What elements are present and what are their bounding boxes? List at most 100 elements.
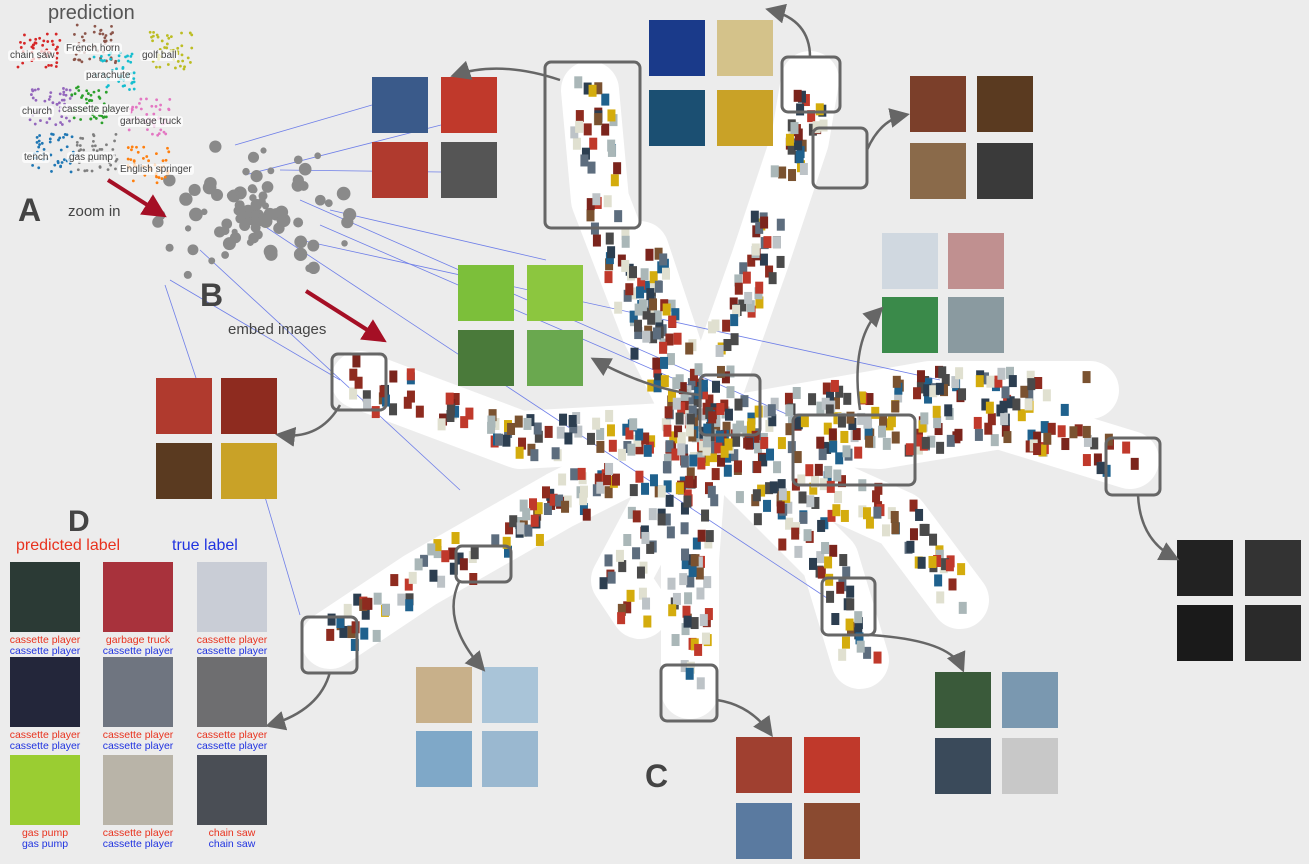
thumbnail-image[interactable]: [649, 90, 705, 146]
cluster-label: English springer: [118, 164, 194, 175]
cluster-point: [45, 32, 49, 36]
thumbnail-image[interactable]: [527, 330, 583, 386]
thumbnail-image[interactable]: [1245, 540, 1301, 596]
thumbnail-image[interactable]: [458, 330, 514, 386]
cluster-label: gas pump: [67, 152, 115, 163]
thumbnail-image[interactable]: [1002, 738, 1058, 794]
embedding-point: [274, 205, 289, 219]
thumbnail-image[interactable]: [882, 297, 938, 353]
thumbnail-image[interactable]: [977, 76, 1033, 132]
image-tile: [829, 440, 838, 453]
cluster-point: [152, 30, 155, 34]
image-tile: [755, 281, 764, 294]
image-tile: [846, 598, 855, 611]
cluster-point: [47, 97, 51, 101]
cluster-point: [33, 41, 37, 45]
thumbnail-image[interactable]: [804, 803, 860, 859]
thumbnail-image[interactable]: [1002, 672, 1058, 728]
image-tile: [1069, 426, 1078, 439]
thumbnail-image[interactable]: [882, 233, 938, 289]
thumbnail-image[interactable]: [221, 443, 277, 499]
thumbnail-image[interactable]: [1245, 605, 1301, 661]
image-tile: [948, 578, 957, 591]
image-tile: [683, 615, 692, 628]
image-tile: [544, 425, 553, 438]
image-tile: [975, 375, 984, 388]
image-tile: [680, 502, 689, 515]
thumbnail-image[interactable]: [482, 731, 538, 787]
thumbnail-image[interactable]: [736, 737, 792, 793]
cluster-point: [75, 143, 79, 147]
selection-frame[interactable]: [454, 544, 513, 584]
cluster-point: [164, 132, 168, 136]
selection-frame[interactable]: [820, 576, 877, 637]
thumbnail-image[interactable]: [948, 233, 1004, 289]
image-tile: [1082, 454, 1091, 467]
selection-frame[interactable]: [811, 126, 869, 190]
cluster-point: [60, 123, 64, 126]
callout-arrow: [590, 357, 701, 397]
selection-frame[interactable]: [698, 373, 762, 437]
image-tile: [753, 513, 762, 526]
image-tile: [772, 236, 781, 249]
cluster-point: [70, 93, 74, 97]
thumbnail-image[interactable]: [527, 265, 583, 321]
thumbnail-image[interactable]: [221, 378, 277, 434]
thumbnail-image[interactable]: [977, 143, 1033, 199]
image-tile: [327, 613, 336, 626]
image-tile: [659, 253, 668, 266]
thumbnail-image[interactable]: [736, 803, 792, 859]
thumbnail-image[interactable]: [1177, 540, 1233, 596]
image-tile: [623, 289, 632, 302]
image-tile: [523, 417, 532, 430]
image-tile: [924, 391, 933, 404]
callout-arrow: [265, 671, 332, 731]
image-tile: [776, 218, 785, 231]
thumbnail-image[interactable]: [935, 672, 991, 728]
thumbnail-image[interactable]: [804, 737, 860, 793]
thumbnail-image[interactable]: [441, 77, 497, 133]
thumbnail-image[interactable]: [482, 667, 538, 723]
thumbnail-image[interactable]: [717, 20, 773, 76]
thumbnail-image[interactable]: [910, 143, 966, 199]
image-tile: [535, 533, 544, 546]
thumbnail-image[interactable]: [372, 77, 428, 133]
thumbnail-image[interactable]: [948, 297, 1004, 353]
thumbnail-image[interactable]: [156, 443, 212, 499]
selection-frame[interactable]: [330, 352, 388, 412]
selection-frame[interactable]: [659, 663, 719, 723]
thumbnail-image[interactable]: [372, 142, 428, 198]
thumbnail-image[interactable]: [156, 378, 212, 434]
image-tile: [649, 298, 658, 311]
cluster-point: [132, 77, 136, 80]
image-tile: [652, 357, 661, 370]
thumbnail-image[interactable]: [649, 20, 705, 76]
image-tile: [865, 435, 874, 448]
thumbnail-image[interactable]: [1177, 605, 1233, 661]
image-tile: [629, 418, 638, 431]
thumbnail-image[interactable]: [717, 90, 773, 146]
image-tile: [699, 614, 708, 627]
zoom-in-label: zoom in: [68, 203, 121, 220]
selection-frame[interactable]: [543, 60, 642, 230]
thumbnail-image[interactable]: [458, 265, 514, 321]
selection-frame[interactable]: [791, 413, 917, 487]
image-tile: [661, 267, 670, 280]
thumbnail-image[interactable]: [935, 738, 991, 794]
thumbnail-image[interactable]: [416, 667, 472, 723]
cluster-point: [127, 128, 131, 132]
thumbnail-image[interactable]: [416, 731, 472, 787]
thumbnail-image[interactable]: [910, 76, 966, 132]
image-tile: [917, 556, 926, 569]
selection-frame[interactable]: [1104, 436, 1162, 497]
thumbnail-image[interactable]: [441, 142, 497, 198]
